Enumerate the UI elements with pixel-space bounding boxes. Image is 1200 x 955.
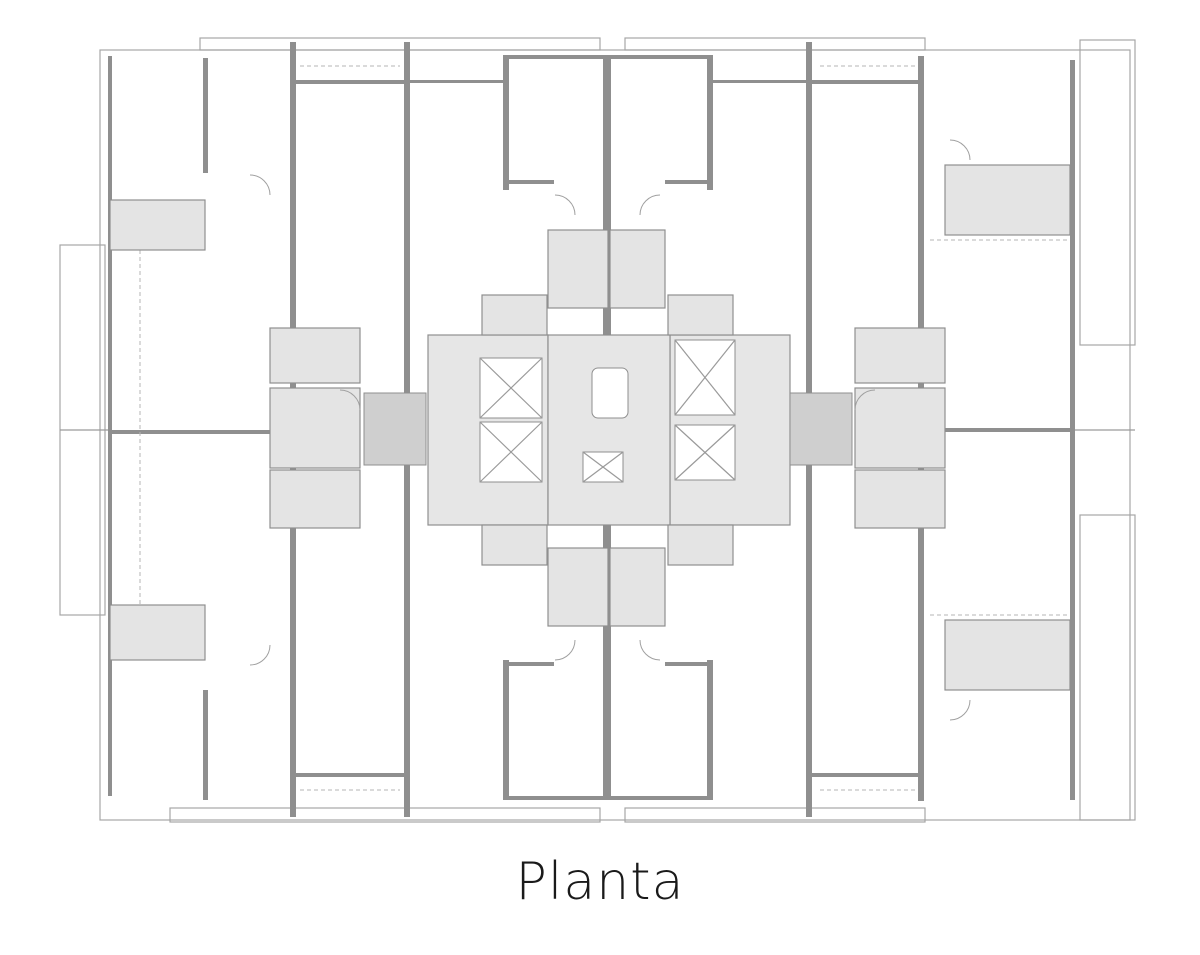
plan-caption: Planta (515, 852, 685, 912)
building-core (363, 334, 853, 526)
doors (249, 139, 971, 721)
balconies (59, 37, 1136, 823)
wet-areas (109, 164, 1071, 691)
floor-plan (59, 37, 1136, 823)
glazing-lines (60, 65, 1135, 791)
